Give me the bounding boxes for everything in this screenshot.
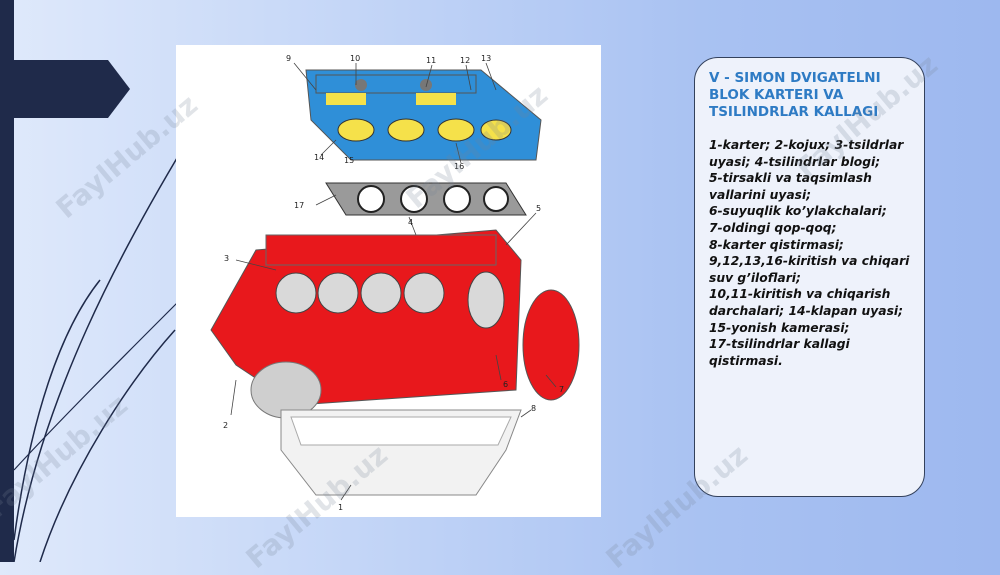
legend-item: 5-tirsakli va taqsimlash vallarini uyasi… xyxy=(709,171,872,202)
legend-item: 7-oldingi qop-qoq; xyxy=(709,220,837,235)
callout-11: 11 xyxy=(426,56,436,65)
legend-card: V - SIMON DVIGATELNI BLOK KARTERI VA TSI… xyxy=(694,57,925,497)
callout-14: 14 xyxy=(314,153,324,162)
legend-list: 1-karter; 2-kojux; 3-tsildrlar uyasi; 4-… xyxy=(709,137,914,369)
legend-item: 17-tsilindrlar kallagi qistirmasi. xyxy=(709,337,850,368)
engine-diagram: 9 10 11 12 13 14 15 16 17 4 5 3 6 7 2 8 … xyxy=(176,45,601,517)
engine-block xyxy=(210,229,580,419)
callout-1: 1 xyxy=(338,503,343,512)
callout-10: 10 xyxy=(350,54,360,63)
legend-item: 9,12,13,16-kiritish va chiqari suv g’ilo… xyxy=(709,254,910,285)
legend-item: 8-karter qistirmasi; xyxy=(709,237,844,252)
callout-12: 12 xyxy=(460,56,470,65)
legend-item: 1-karter; 2-kojux; 3-tsildrlar uyasi; 4-… xyxy=(709,138,904,169)
legend-item: 10,11-kiritish va chiqarish darchalari; … xyxy=(709,287,904,318)
callout-9: 9 xyxy=(286,54,291,63)
callout-16: 16 xyxy=(454,162,464,171)
callout-15: 15 xyxy=(344,156,354,165)
slide-title: V - SIMON DVIGATELNI BLOK KARTERI VA TSI… xyxy=(709,70,881,120)
decorative-lines xyxy=(13,119,201,562)
callout-6: 6 xyxy=(503,380,508,389)
legend-item: 6-suyuqlik ko’ylakchalari; xyxy=(709,204,887,219)
callout-5: 5 xyxy=(536,204,541,213)
callout-17: 17 xyxy=(294,201,304,210)
watermark: FaylHub.uz xyxy=(599,438,754,575)
callout-8: 8 xyxy=(531,404,536,413)
arrow-shape xyxy=(0,60,130,118)
callout-4: 4 xyxy=(408,218,413,227)
oil-pan xyxy=(280,409,522,496)
callout-2: 2 xyxy=(223,421,228,430)
callout-7: 7 xyxy=(559,385,564,394)
cylinder-head xyxy=(305,69,542,161)
callout-13: 13 xyxy=(481,54,491,63)
callout-3: 3 xyxy=(224,254,229,263)
left-accent-bar xyxy=(0,0,14,562)
legend-item: 15-yonish kamerasi; xyxy=(709,320,850,335)
head-gasket xyxy=(325,182,527,216)
